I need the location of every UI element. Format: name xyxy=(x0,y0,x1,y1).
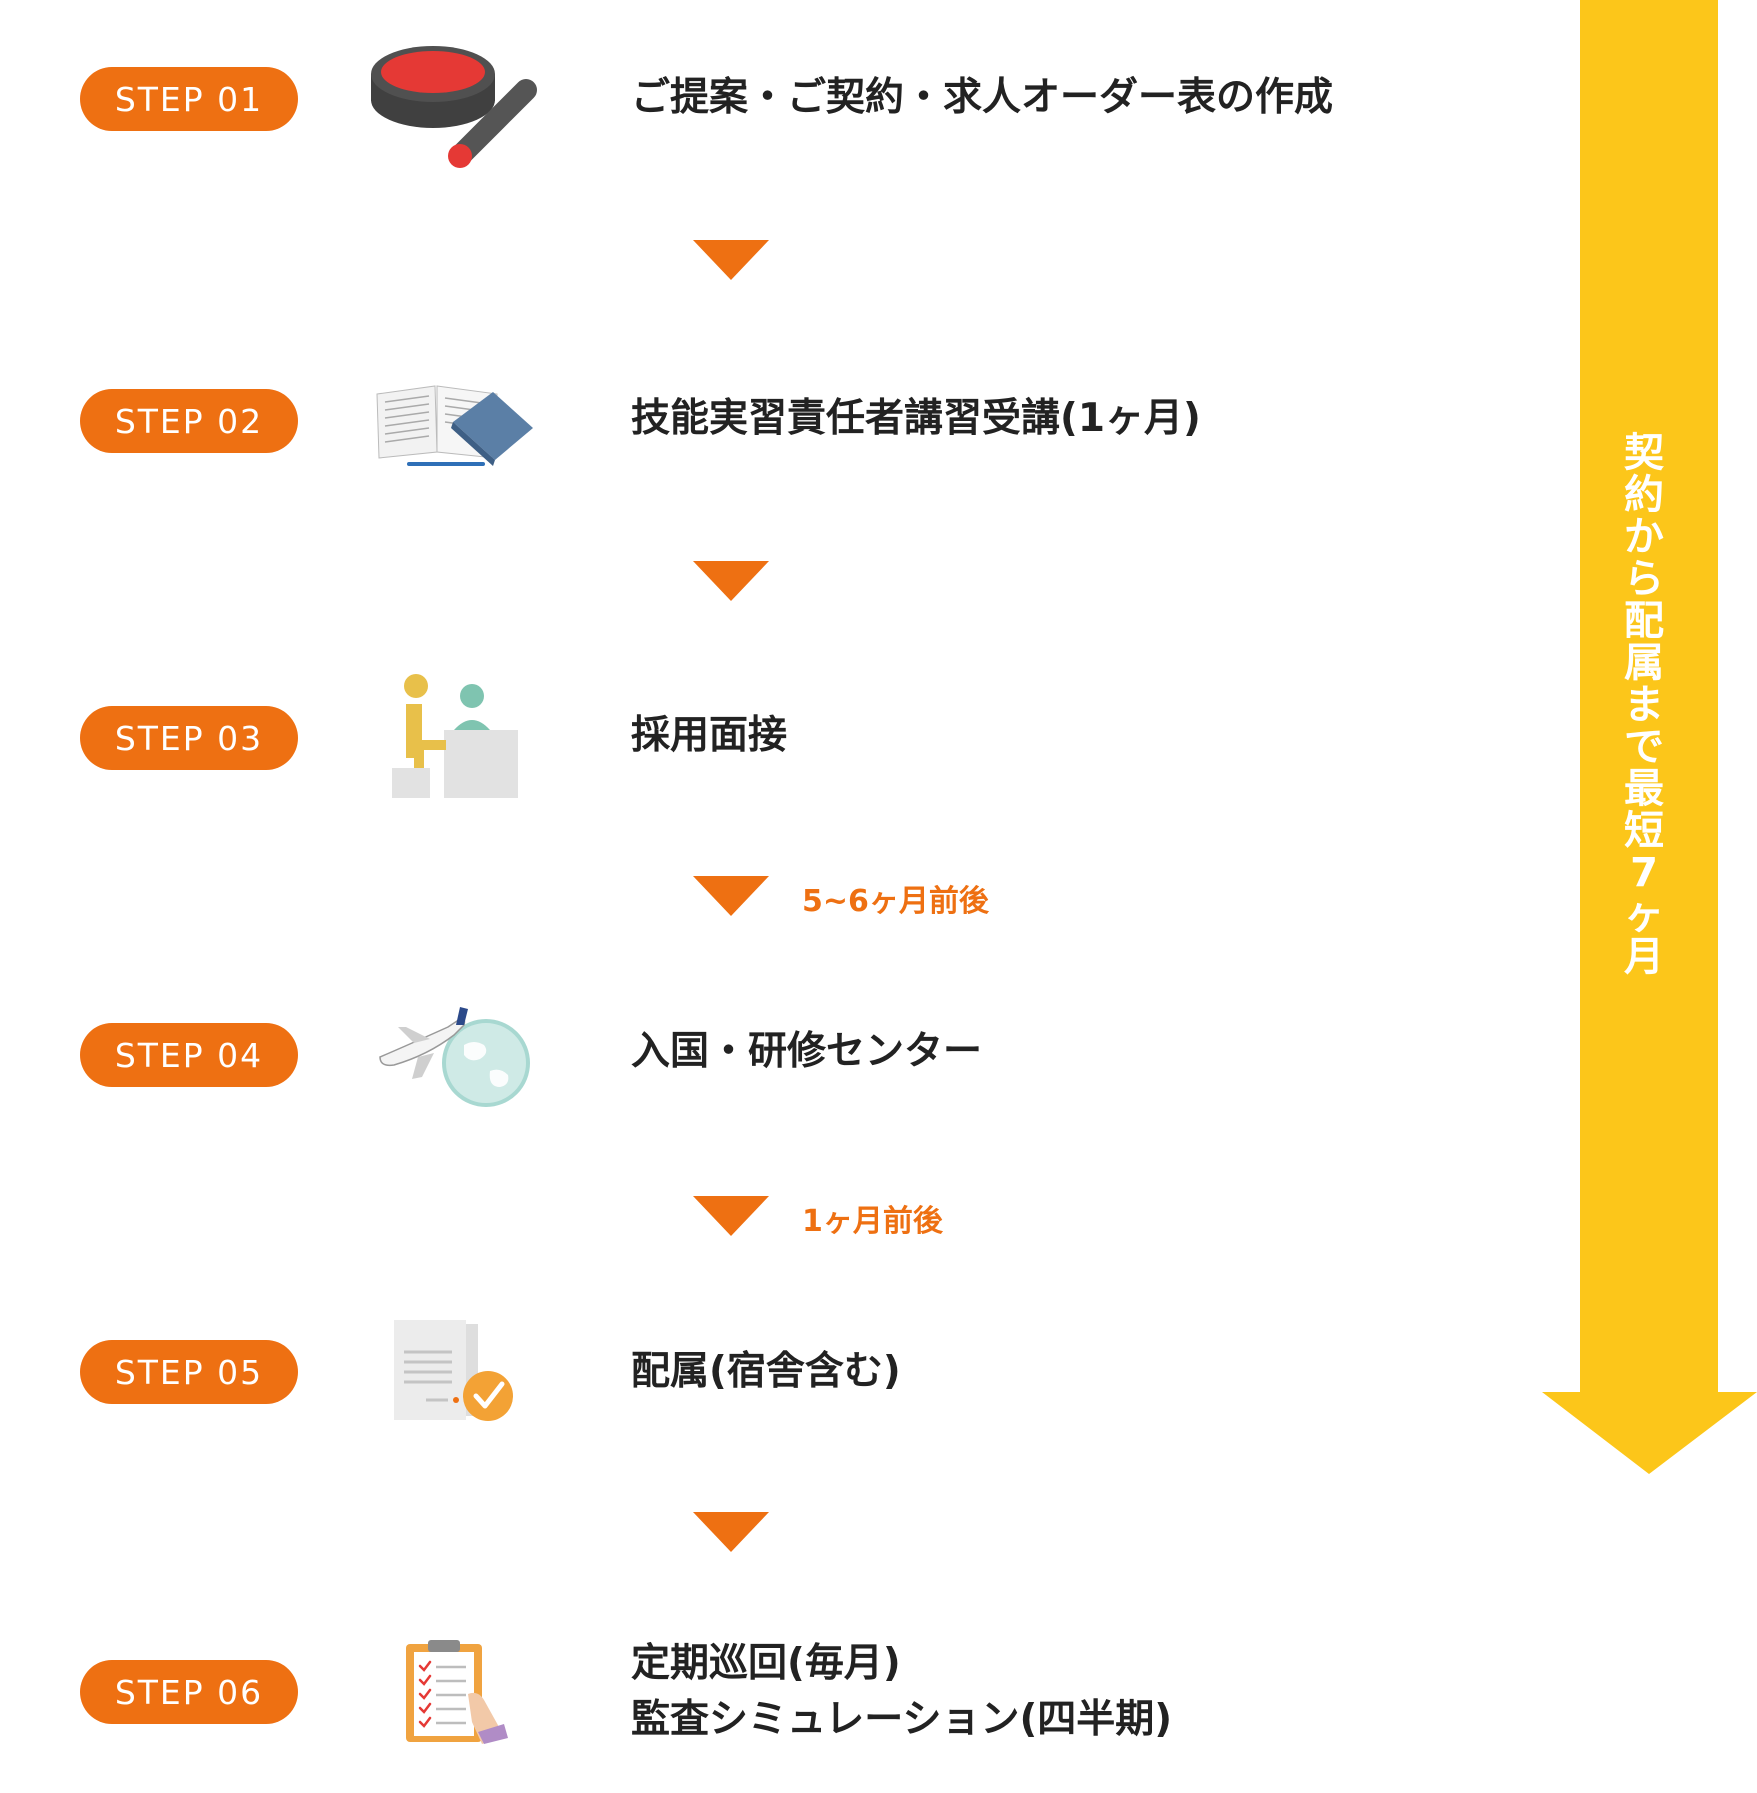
stamp-icon xyxy=(371,46,537,168)
step-title-line: 採用面接 xyxy=(631,713,788,758)
down-arrow xyxy=(693,240,769,280)
step-badge-03: STEP 03 xyxy=(80,706,298,770)
step-title-line: 技能実習責任者講習受講(1ヶ月) xyxy=(631,396,1201,441)
step-title-02: 技能実習責任者講習受講(1ヶ月) xyxy=(631,391,1201,447)
down-arrow xyxy=(693,1512,769,1552)
step-badge-05: STEP 05 xyxy=(80,1340,298,1404)
connector-label: 5~6ヶ月前後 xyxy=(802,884,989,919)
down-arrow xyxy=(693,561,769,601)
book-icon xyxy=(376,385,533,466)
step-badge-06: STEP 06 xyxy=(80,1660,298,1724)
step-title-line: 入国・研修センター xyxy=(631,1029,983,1074)
step-title-05: 配属(宿舎含む) xyxy=(631,1344,901,1400)
timeline-label: 契約から配属まで最短7ヶ月 xyxy=(1624,430,1664,980)
step-badge-01: STEP 01 xyxy=(80,67,298,131)
step-badge-02: STEP 02 xyxy=(80,389,298,453)
step-title-01: ご提案・ご契約・求人オーダー表の作成 xyxy=(631,70,1333,126)
down-arrow xyxy=(693,1196,769,1236)
step-title-line: 配属(宿舎含む) xyxy=(631,1349,901,1394)
document-check-icon xyxy=(394,1320,513,1421)
step-title-line: 監査シミュレーション(四半期) xyxy=(631,1697,1173,1742)
down-arrow xyxy=(693,876,769,916)
step-badge-04: STEP 04 xyxy=(80,1023,298,1087)
timeline-arrow xyxy=(1542,0,1757,1474)
step-title-line: 定期巡回(毎月) xyxy=(631,1641,901,1686)
clipboard-checklist-icon xyxy=(406,1640,508,1744)
airplane-globe-icon xyxy=(379,1007,530,1107)
step-title-06: 定期巡回(毎月) 監査シミュレーション(四半期) xyxy=(631,1636,1172,1748)
interview-icon xyxy=(392,674,518,798)
connector-label: 1ヶ月前後 xyxy=(802,1204,943,1239)
step-title-04: 入国・研修センター xyxy=(631,1024,982,1080)
step-title-03: 採用面接 xyxy=(631,708,787,764)
step-title-line: ご提案・ご契約・求人オーダー表の作成 xyxy=(631,75,1334,120)
